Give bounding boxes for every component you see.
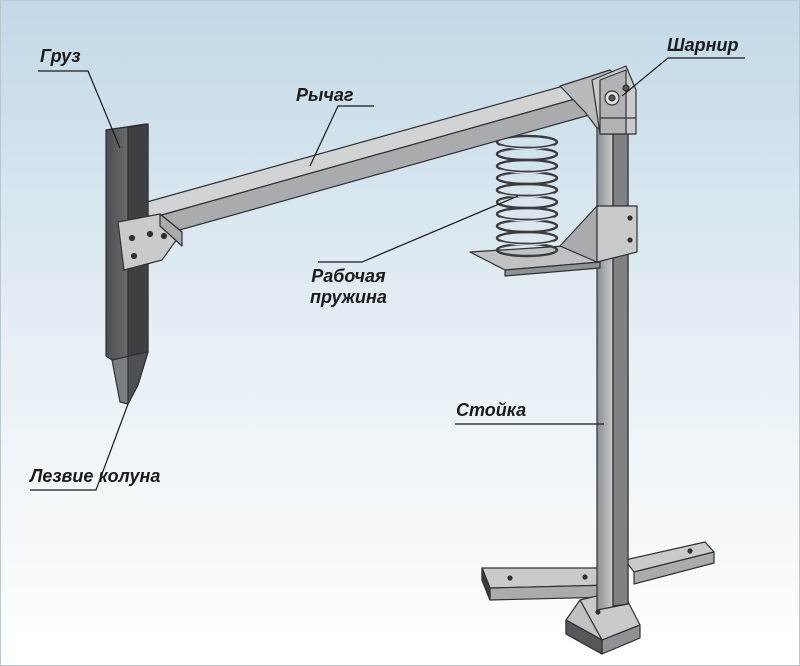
lever-clamp [117, 213, 183, 271]
leader-blade [30, 403, 129, 491]
label-weight: Груз [40, 46, 81, 66]
label-working-spring: Рабочая пружина [310, 266, 387, 308]
leader-weight [38, 70, 121, 149]
leader-lever [309, 105, 374, 167]
label-hinge: Шарнир [667, 35, 739, 55]
label-blade: Лезвие колуна [30, 466, 161, 486]
working-spring [495, 134, 559, 258]
splitter-blade [111, 351, 149, 405]
label-lever: Рычаг [296, 85, 354, 105]
label-working-spring-line2: пружина [310, 287, 387, 307]
leader-hinge [621, 57, 745, 97]
hinge-assembly [591, 65, 637, 135]
label-post: Стойка [456, 400, 527, 420]
leader-spring [318, 195, 519, 263]
spring-bracket [469, 205, 638, 277]
label-working-spring-line1: Рабочая [311, 266, 386, 286]
leader-lines [30, 57, 745, 491]
vertical-post [596, 127, 629, 611]
working-spring-highlight [499, 145, 555, 246]
